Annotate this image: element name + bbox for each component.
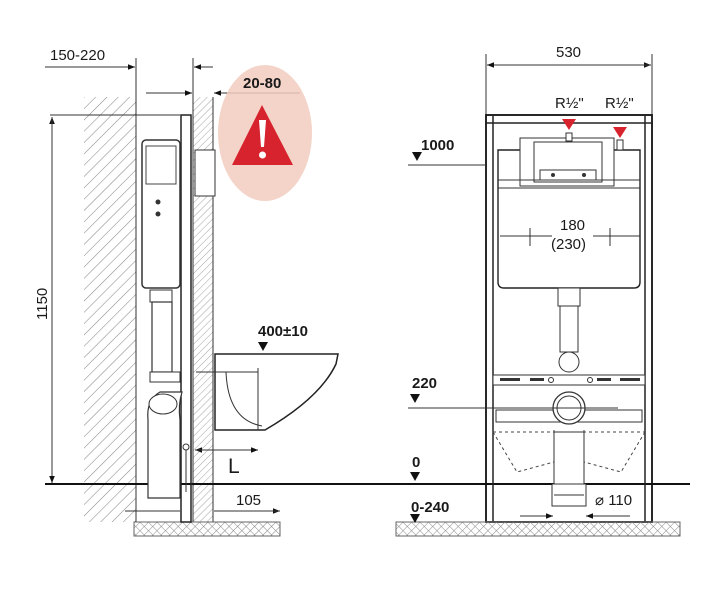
inlet-left-marker <box>562 119 576 130</box>
dim-wall-thickness: 20-80 <box>243 75 281 92</box>
back-wall <box>84 97 136 522</box>
dim-floor-range: 0-240 <box>411 499 449 516</box>
dim-tank: 180 <box>560 217 585 234</box>
side-view: 150-220 20-80 1150 400±10 L 105 <box>34 47 690 537</box>
front-view: 530 R½" R½" 1000 180 (230) <box>395 44 681 537</box>
level-0: 0 <box>412 454 420 471</box>
front-wall <box>193 97 213 522</box>
level-220: 220 <box>412 375 437 392</box>
dim-width: 530 <box>556 44 581 61</box>
inlet-right-marker <box>613 127 627 138</box>
dim-height: 1150 <box>34 288 51 320</box>
dim-l: L <box>228 455 240 478</box>
inlet-left-label: R½" <box>555 95 584 112</box>
dim-pipe: ⌀ 110 <box>595 492 632 509</box>
dim-wall-gap: 150-220 <box>50 47 105 64</box>
warning-triangle-icon <box>232 105 293 165</box>
side-floor <box>133 521 281 537</box>
inlet-right-label: R½" <box>605 95 634 112</box>
wc-bowl <box>214 353 339 431</box>
crossbar <box>492 374 646 386</box>
level-1000: 1000 <box>421 137 454 154</box>
dim-tank-alt: (230) <box>551 236 586 253</box>
dim-bottom: 105 <box>236 492 261 509</box>
dim-bowl-height: 400±10 <box>258 323 308 340</box>
front-floor <box>395 521 681 537</box>
